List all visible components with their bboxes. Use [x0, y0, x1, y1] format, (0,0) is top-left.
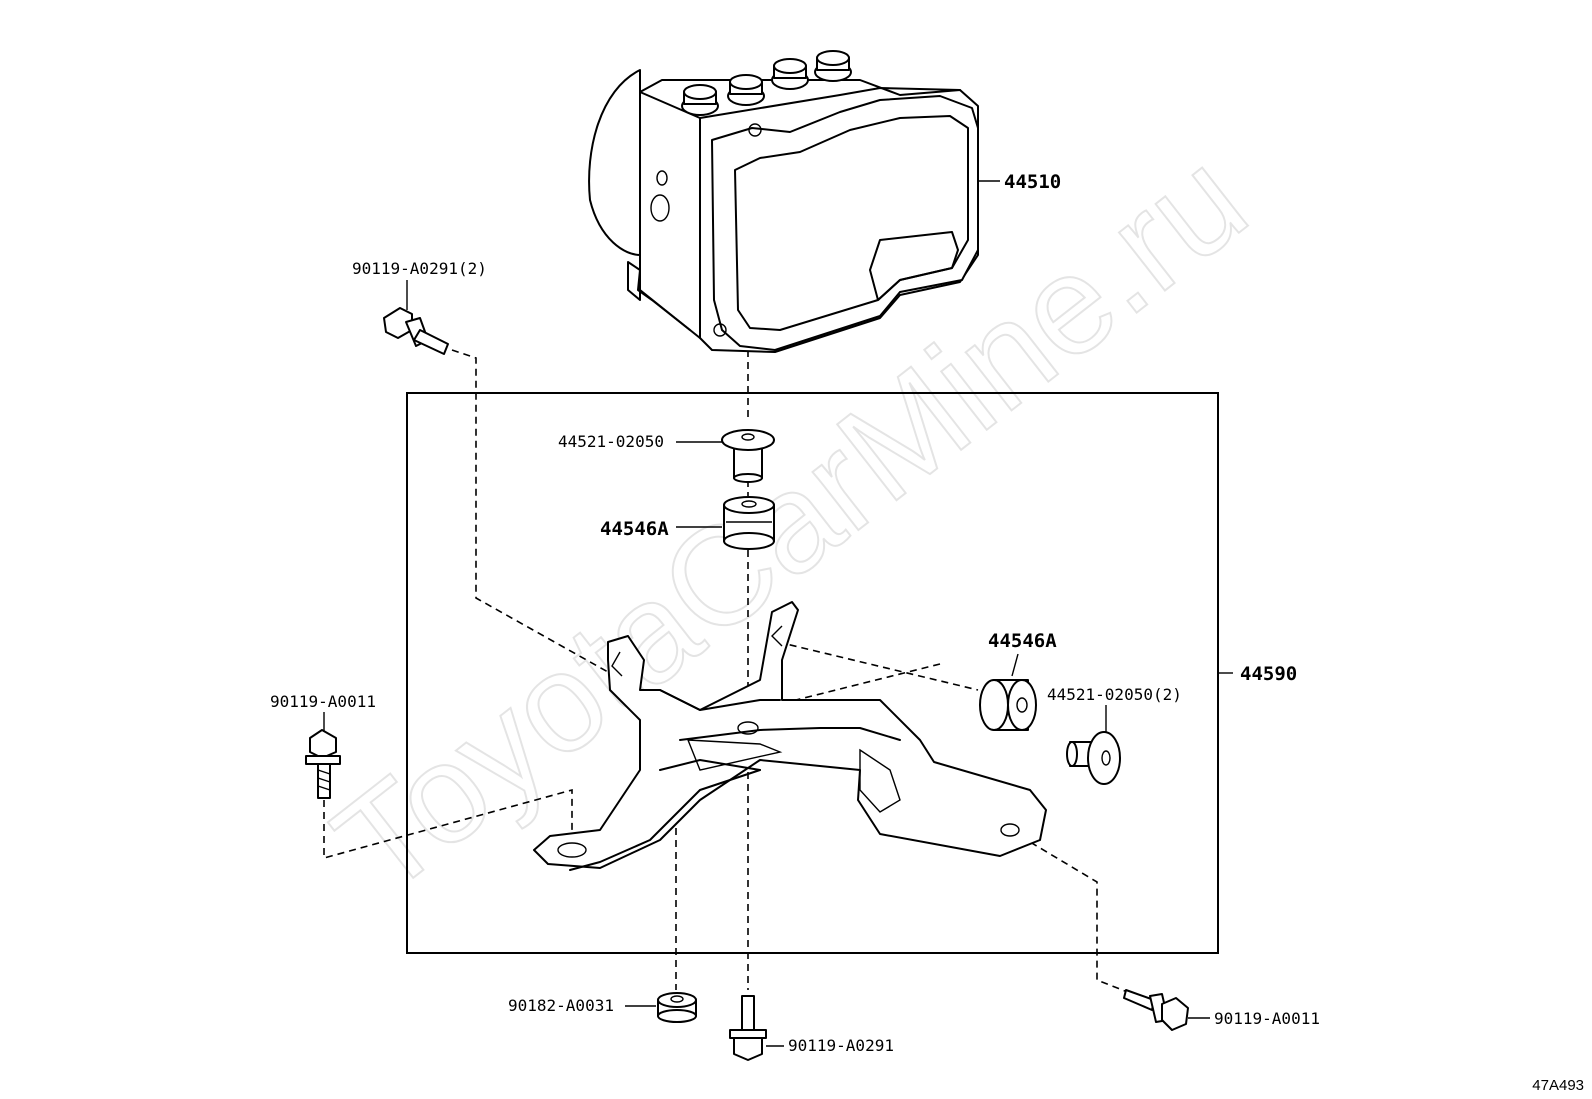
label-collar-side: 44521-02050(2)	[1047, 685, 1182, 704]
assembly-lines	[323, 349, 1136, 996]
label-nut-bottom: 90182-A0031	[508, 996, 614, 1015]
cushion-side[interactable]	[979, 679, 1037, 731]
label-bolt-left: 90119-A0011	[270, 692, 376, 711]
bolt-left[interactable]	[305, 729, 341, 799]
diagram-code: 47A493	[1532, 1077, 1584, 1094]
label-bolt-upper-left: 90119-A0291(2)	[352, 259, 487, 278]
leader-cushion-side	[1011, 653, 1019, 677]
label-cushion-top: 44546A	[600, 518, 669, 540]
label-bolt-bottom: 90119-A0291	[788, 1036, 894, 1055]
label-bolt-bottom-right: 90119-A0011	[1214, 1009, 1320, 1028]
label-bracket-assy: 44590	[1240, 663, 1297, 685]
abs-actuator[interactable]	[588, 50, 979, 353]
port-caps	[681, 50, 852, 116]
collar-top[interactable]	[721, 429, 775, 483]
label-actuator: 44510	[1004, 171, 1061, 193]
cushion-top[interactable]	[723, 496, 775, 550]
collar-side[interactable]	[1066, 731, 1121, 785]
label-cushion-side: 44546A	[988, 630, 1057, 652]
bracket[interactable]	[533, 601, 1047, 871]
label-collar-top: 44521-02050	[558, 432, 664, 451]
bolt-upper-left[interactable]	[383, 307, 449, 355]
bolt-bottom[interactable]	[729, 995, 767, 1061]
bolt-bottom-right[interactable]	[1123, 989, 1189, 1031]
nut-bottom[interactable]	[657, 992, 697, 1023]
